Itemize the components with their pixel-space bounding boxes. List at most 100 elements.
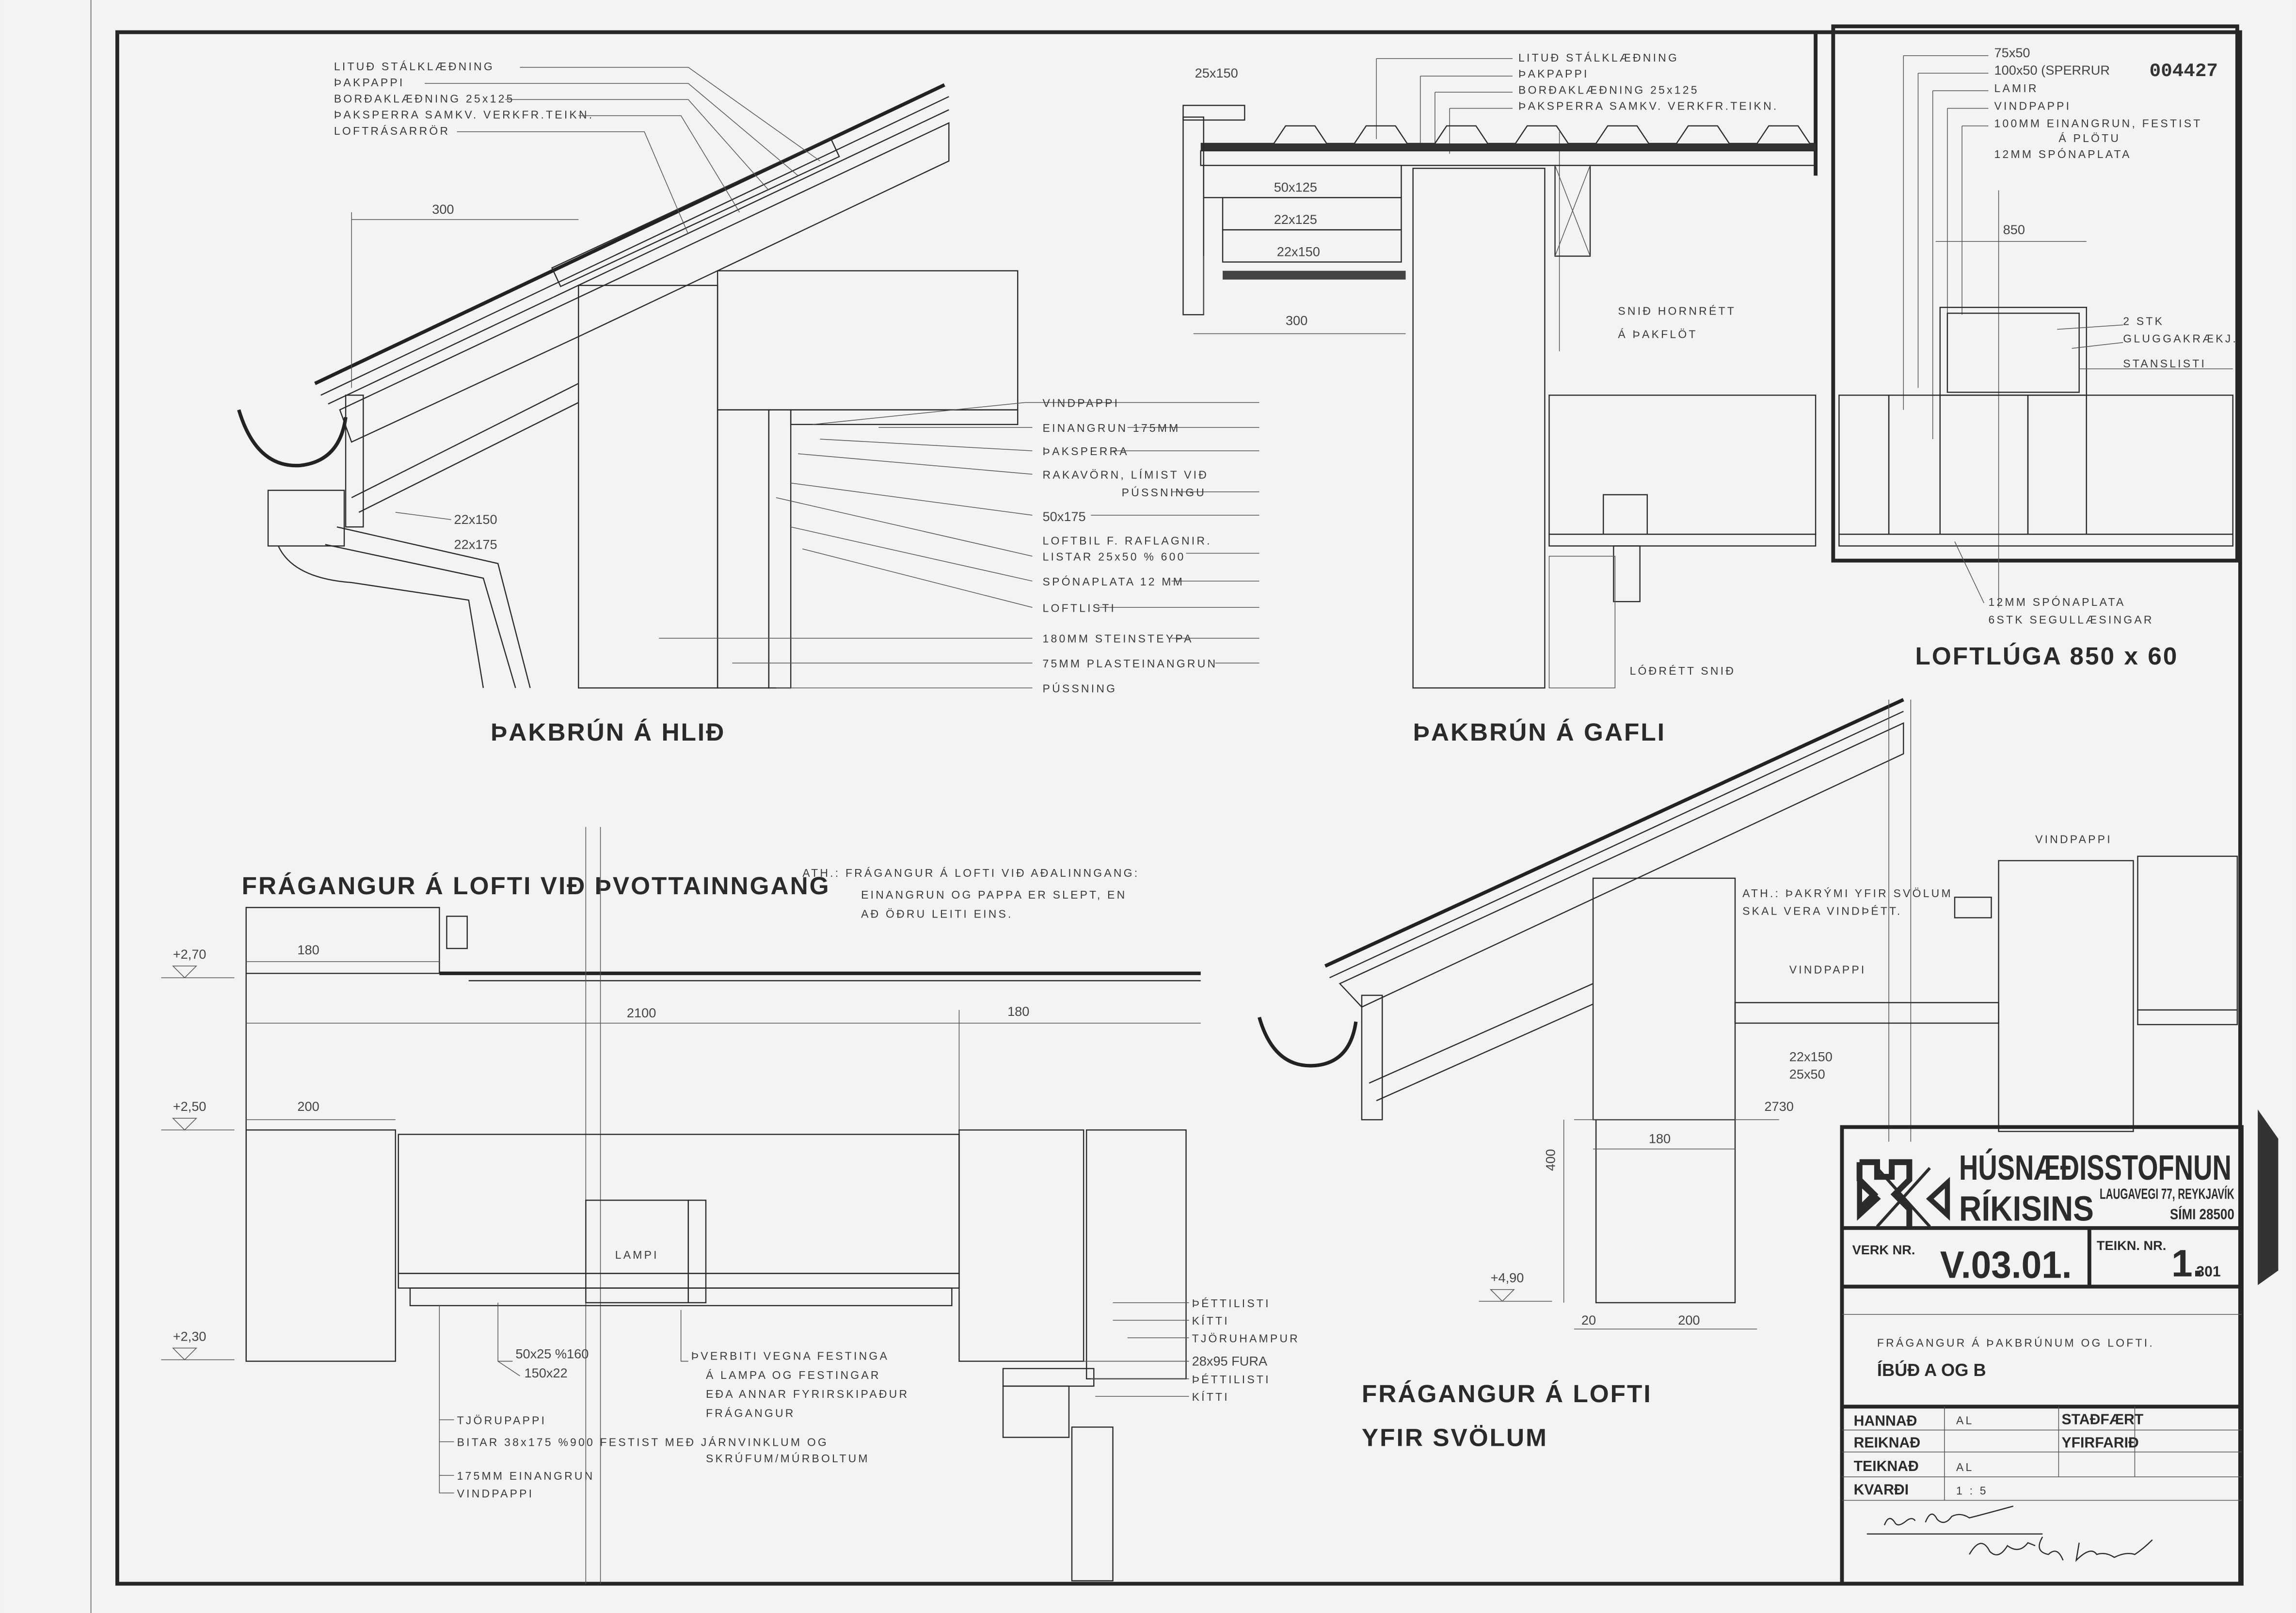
corrugated-roof bbox=[1200, 125, 1817, 166]
dimension-300: 300 bbox=[351, 202, 579, 388]
top-labels: LITUÐ STÁLKLÆÐNING ÞAKPAPPI BORÐAKLÆÐNIN… bbox=[334, 60, 820, 235]
drawing-stroke bbox=[1222, 229, 1402, 263]
drawing-text: 28x95 FURA bbox=[1192, 1354, 1268, 1369]
drawing-text: FRÁGANGUR bbox=[706, 1407, 796, 1419]
drawing-text: TEIKNAÐ bbox=[1854, 1458, 1919, 1474]
drawing-stroke bbox=[336, 526, 531, 688]
section-thakbrun-gafli: LITUÐ STÁLKLÆÐNING ÞAKPAPPI BORÐAKLÆÐNIN… bbox=[1182, 51, 1817, 746]
strip bbox=[1954, 897, 1992, 918]
label: LOFTLISTI bbox=[1043, 601, 1116, 614]
board bbox=[2137, 1009, 2238, 1026]
drawing-text: AL bbox=[1956, 1414, 1974, 1426]
drawing-text: AL bbox=[1956, 1461, 1974, 1473]
beam-block bbox=[1603, 494, 1648, 535]
label: SPÓNAPLATA 12 MM bbox=[1043, 575, 1184, 588]
label: BORÐAKLÆÐNING 25x125 bbox=[1518, 83, 1699, 96]
label: 75x50 bbox=[1994, 45, 2030, 60]
label: LOFTRÁSARRÖR bbox=[334, 125, 450, 137]
drawing-stroke bbox=[1324, 698, 1904, 968]
label: 180MM STEINSTEYPA bbox=[1043, 633, 1194, 645]
roof-layers bbox=[1324, 698, 1912, 1142]
section-title-line-1: FRÁGANGUR Á LOFTI bbox=[1362, 1380, 1652, 1407]
dim-50x125: 50x125 bbox=[1274, 180, 1317, 195]
top-labels: 75x50 100x50 (SPERRUR LAMIR VINDPAPPI 10… bbox=[1903, 45, 2200, 608]
drawing-stroke bbox=[1840, 1125, 2244, 1586]
label: RAKAVÖRN, LÍMIST VIÐ bbox=[1043, 469, 1209, 481]
rafter-boards bbox=[1203, 165, 1406, 315]
drawing-text: 50x25 %160 bbox=[515, 1346, 589, 1361]
label: VINDPAPPI bbox=[1994, 99, 2072, 112]
label: BORÐAKLÆÐNING 25x125 bbox=[334, 92, 515, 105]
drawing-text: KÍTTI bbox=[1192, 1391, 1229, 1403]
drawing-stroke bbox=[551, 137, 840, 287]
drawing-description: FRÁGANGUR Á ÞAKBRÚNUM OG LOFTI. bbox=[1877, 1336, 2154, 1349]
wall-frame bbox=[1998, 860, 2134, 1132]
dim-22x175: 22x175 bbox=[454, 537, 497, 552]
verk-label: VERK NR. bbox=[1852, 1242, 1915, 1257]
drawing-stroke bbox=[1200, 143, 1816, 151]
label: 6STK SEGULLÆSINGAR bbox=[1988, 614, 2153, 626]
drawing-text: 300 bbox=[432, 202, 454, 217]
note-line: AÐ ÖÐRU LEITI EINS. bbox=[861, 908, 1013, 920]
drawing-stroke bbox=[958, 1129, 1084, 1362]
signoff-table: HANNAÐ AL REIKNAÐ TEIKNAÐ AL KVARÐI 1 : … bbox=[1854, 1411, 2144, 1498]
note-line: SNIÐ HORNRÉTT bbox=[1618, 304, 1736, 317]
drawing-stroke bbox=[659, 402, 1260, 689]
drawing-stroke bbox=[425, 67, 820, 235]
drawing-text: BITAR 38x175 %900 FESTIST MEÐ JÁRNVINKLU… bbox=[457, 1436, 829, 1449]
drawing-stroke bbox=[1376, 58, 1560, 351]
drawing-text: TJÖRUHAMPUR bbox=[1192, 1332, 1300, 1344]
drawing-stroke bbox=[1376, 1003, 1594, 1102]
board-strip bbox=[409, 1287, 953, 1307]
label: 50x175 bbox=[1043, 509, 1086, 524]
drawing-text: KVARÐI bbox=[1854, 1482, 1909, 1498]
drawing-text: +2,70 bbox=[173, 947, 207, 962]
drawing-text: 300 bbox=[1286, 313, 1307, 328]
drawing-stroke bbox=[320, 96, 949, 396]
drawing-stroke bbox=[1866, 1505, 2043, 1535]
label: ÞAKSPERRA SAMKV. VERKFR.TEIKN. bbox=[334, 109, 594, 121]
label: VINDPAPPI bbox=[1043, 397, 1120, 410]
section-yfir-svolum: VINDPAPPI ATH.: ÞAKRÝMI YFIR SVÖLUM SKAL… bbox=[1258, 698, 2238, 1452]
drawing-stroke bbox=[1554, 165, 1591, 257]
section-thvottainngang: FRÁGANGUR Á LOFTI VIÐ ÞVOTTAINNGANG ATH.… bbox=[161, 827, 1300, 1584]
drawing-stroke bbox=[1071, 1426, 1114, 1581]
drawing-text: YFIRFARIÐ bbox=[2061, 1435, 2138, 1451]
gutter-icon bbox=[1258, 995, 1383, 1121]
drawing-stroke bbox=[1842, 1407, 2242, 1501]
teikn-label: TEIKN. NR. bbox=[2097, 1238, 2166, 1253]
drawing-stroke bbox=[1002, 1385, 1070, 1438]
drawing-stroke bbox=[1876, 1167, 1931, 1228]
labels: 50x25 %160 150x22 ÞVERBITI VEGNA FESTING… bbox=[439, 1302, 909, 1500]
leader bbox=[395, 512, 451, 520]
drawing-stroke bbox=[1339, 722, 1904, 1008]
drawing-stroke bbox=[1969, 1536, 2153, 1562]
drawing-text: 180 bbox=[297, 942, 319, 957]
fascia-top bbox=[1182, 105, 1245, 121]
section-title: ÞAKBRÚN Á HLIÐ bbox=[491, 718, 725, 746]
label: VINDPAPPI bbox=[1789, 963, 1866, 976]
drawing-text: 180 bbox=[1007, 1004, 1029, 1019]
plaster-layer bbox=[1548, 555, 1616, 689]
drawing-stroke bbox=[345, 395, 364, 528]
drawing-text: 400 bbox=[1543, 1149, 1558, 1171]
label: ÞAKPAPPI bbox=[334, 76, 405, 89]
section-loftluga: 75x50 100x50 (SPERRUR LAMIR VINDPAPPI 10… bbox=[1831, 24, 2239, 670]
archive-stamp: 004427 bbox=[2150, 60, 2218, 82]
drawing-stroke bbox=[439, 1302, 688, 1494]
section-thakbrun-hlid: 300 22x150 22x175 LITUÐ STÁLKLÆÐNING ÞAK… bbox=[237, 60, 1260, 746]
hatch-insulation bbox=[1946, 313, 2080, 393]
drawing-text: 2100 bbox=[627, 1005, 656, 1020]
dim-22x150: 22x150 bbox=[454, 512, 497, 527]
timber-post bbox=[1554, 165, 1591, 257]
dim: 22x150 bbox=[1789, 1049, 1833, 1064]
drawing-text: EÐA ANNAR FYRIRSKIPAÐUR bbox=[706, 1388, 909, 1400]
drawing-text: 850 bbox=[2003, 222, 2025, 237]
section-title-line-2: YFIR SVÖLUM bbox=[1362, 1424, 1548, 1452]
label: GLUGGAKRÆKJ. bbox=[2123, 332, 2238, 345]
note-line: ATH.: FRÁGANGUR Á LOFTI VIÐ AÐALINNGANG: bbox=[802, 867, 1139, 879]
ceiling-strip bbox=[1613, 545, 1641, 602]
drawing-text: +4,90 bbox=[1491, 1270, 1524, 1285]
label: 75MM PLASTEINANGRUN bbox=[1043, 657, 1218, 670]
